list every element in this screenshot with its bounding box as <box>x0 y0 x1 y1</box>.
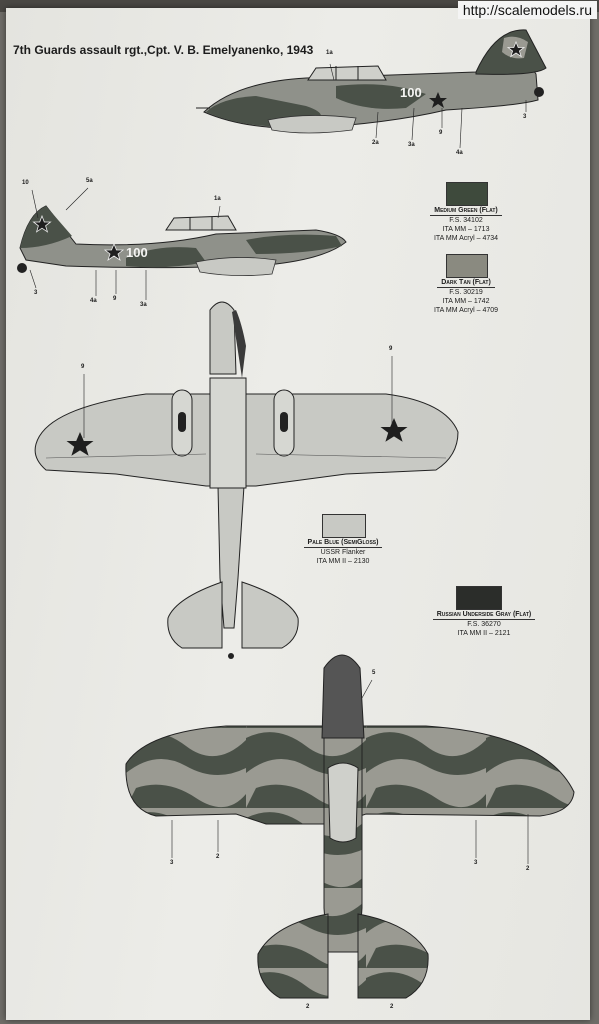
callout-number: 2 <box>306 1004 310 1010</box>
watermark: http://scalemodels.ru <box>457 1 597 19</box>
callout-number: 2 <box>526 866 530 872</box>
callout-number: 4a <box>456 150 463 156</box>
paint-line: F.S. 30219 <box>449 289 483 296</box>
paint-name: Russian Underside Gray (Flat) <box>432 610 536 620</box>
star-insignia <box>32 214 52 233</box>
callout-number: 1a <box>326 50 333 56</box>
aircraft-artwork <box>17 29 575 999</box>
callout-number: 9 <box>389 346 393 352</box>
callout-number: 5a <box>86 178 93 184</box>
paint-name: Pale Blue (SemiGloss) <box>303 538 383 548</box>
star-insignia <box>66 432 94 456</box>
paint-line: ITA MM II – 2121 <box>457 630 511 637</box>
left-profile <box>17 205 347 276</box>
callout-number: 3 <box>474 860 478 866</box>
callout-number: 3 <box>523 114 527 120</box>
star-insignia <box>103 242 125 261</box>
swatch-pale-blue <box>322 514 366 538</box>
star-insignia <box>506 40 526 58</box>
right-profile <box>196 29 547 134</box>
callout-number: 1a <box>214 196 221 202</box>
callout-number: 3a <box>408 142 415 148</box>
callout-number: 3a <box>140 302 147 308</box>
paint-line: ITA MM – 1742 <box>442 298 490 305</box>
legend-pale-blue: Pale Blue (SemiGloss) USSR Flanker ITA M… <box>288 538 398 566</box>
callout-number: 4a <box>90 298 97 304</box>
paint-name: Dark Tan (Flat) <box>437 278 495 288</box>
paint-line: USSR Flanker <box>320 549 366 556</box>
callout-number: 5 <box>372 670 376 676</box>
star-insignia <box>380 418 408 442</box>
callout-number: 9 <box>439 130 443 136</box>
paint-line: ITA MM – 1713 <box>442 226 490 233</box>
legend-medium-green: Medium Green (Flat) F.S. 34102 ITA MM – … <box>411 206 521 243</box>
paint-line: F.S. 34102 <box>449 217 483 224</box>
callout-number: 9 <box>113 296 117 302</box>
aircraft-code-left: 100 <box>126 245 148 260</box>
callout-number: 3 <box>34 290 38 296</box>
callout-number: 2 <box>216 854 220 860</box>
swatch-medium-green <box>446 182 488 206</box>
sheet-title: 7th Guards assault rgt.,Cpt. V. B. Emely… <box>13 43 314 57</box>
paint-name: Medium Green (Flat) <box>430 206 502 216</box>
swatch-underside-gray <box>456 586 502 610</box>
legend-dark-tan: Dark Tan (Flat) F.S. 30219 ITA MM – 1742… <box>411 278 521 315</box>
paint-line: F.S. 36270 <box>467 621 501 628</box>
instruction-sheet: 7th Guards assault rgt.,Cpt. V. B. Emely… <box>6 8 590 1020</box>
callout-leaders <box>29 63 527 438</box>
callout-number: 9 <box>81 364 85 370</box>
paint-line: ITA MM Acryl – 4709 <box>433 307 499 314</box>
underside-view <box>34 301 459 659</box>
topside-view <box>125 654 575 999</box>
swatch-dark-tan <box>446 254 488 278</box>
callout-number: 10 <box>22 180 29 186</box>
paint-line: ITA MM II – 2130 <box>316 558 370 565</box>
aircraft-code-right: 100 <box>400 85 422 100</box>
legend-underside-gray: Russian Underside Gray (Flat) F.S. 36270… <box>424 610 544 638</box>
star-insignia <box>429 92 447 108</box>
callout-number: 3 <box>170 860 174 866</box>
callout-number: 2 <box>390 1004 394 1010</box>
callout-number: 2a <box>372 140 379 146</box>
paint-line: ITA MM Acryl – 4734 <box>433 235 499 242</box>
